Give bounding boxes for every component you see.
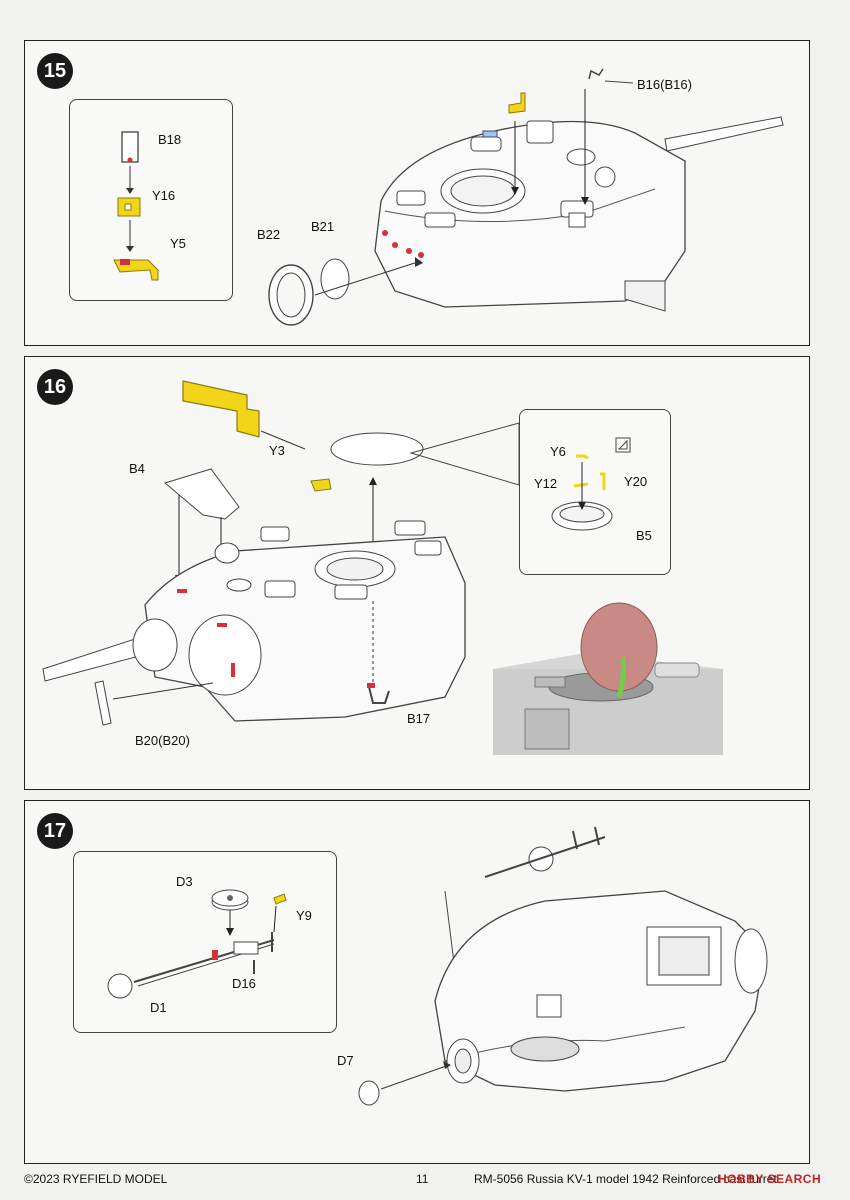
footer-copyright: ©2023 RYEFIELD MODEL bbox=[24, 1172, 168, 1186]
part-label-d3: D3 bbox=[176, 874, 193, 889]
part-label-b20: B20(B20) bbox=[135, 733, 190, 748]
part-label-y20: Y20 bbox=[624, 474, 648, 489]
footer-page-number: 11 bbox=[416, 1172, 429, 1186]
part-label-y9: Y9 bbox=[296, 908, 312, 923]
part-label-d16: D16 bbox=[232, 976, 256, 991]
step-number-badge: 16 bbox=[37, 369, 73, 405]
part-label-d1: D1 bbox=[150, 1000, 167, 1015]
part-label-y6: Y6 bbox=[550, 444, 566, 459]
step-17-turret-interior-drawing bbox=[358, 826, 768, 1106]
part-label-b5: B5 bbox=[636, 528, 652, 543]
part-label-d7: D7 bbox=[337, 1053, 354, 1068]
part-label-b16: B16(B16) bbox=[637, 77, 692, 92]
part-label-y3: Y3 bbox=[269, 443, 285, 458]
hatch-render-illustration bbox=[493, 602, 723, 755]
part-label-y12: Y12 bbox=[534, 476, 558, 491]
step-16-turret-drawing bbox=[42, 380, 520, 726]
step-number-badge: 17 bbox=[37, 813, 73, 849]
step-15-turret-drawing bbox=[268, 68, 784, 326]
part-label-b17: B17 bbox=[407, 711, 431, 726]
step-15-panel: 15 B18 Y16 Y5 bbox=[24, 40, 810, 346]
machine-gun-subassembly-drawing bbox=[107, 889, 287, 999]
footer-product-name: RM-5056 Russia KV-1 model 1942 Reinforce… bbox=[474, 1172, 777, 1186]
part-label-b21: B21 bbox=[311, 219, 335, 234]
y5-y16-b18-subassembly-drawing bbox=[113, 131, 159, 281]
part-label-y16: Y16 bbox=[152, 188, 176, 203]
step-17-detail-inset: D3 Y9 D16 D1 bbox=[73, 851, 337, 1033]
footer-watermark: HOBBY SEARCH bbox=[718, 1172, 822, 1186]
part-label-b18: B18 bbox=[158, 132, 182, 147]
step-number-badge: 15 bbox=[37, 53, 73, 89]
part-label-y5: Y5 bbox=[170, 236, 186, 251]
step-16-panel: 16 bbox=[24, 356, 810, 790]
part-label-b22: B22 bbox=[257, 227, 281, 242]
step-15-detail-inset: B18 Y16 Y5 bbox=[69, 99, 233, 301]
step-16-detail-inset: Y6 Y12 Y20 B5 bbox=[519, 409, 671, 575]
hatch-subassembly-drawing bbox=[551, 437, 631, 531]
step-17-panel: 17 D3 Y9 D16 D1 bbox=[24, 800, 810, 1164]
part-label-b4: B4 bbox=[129, 461, 145, 476]
